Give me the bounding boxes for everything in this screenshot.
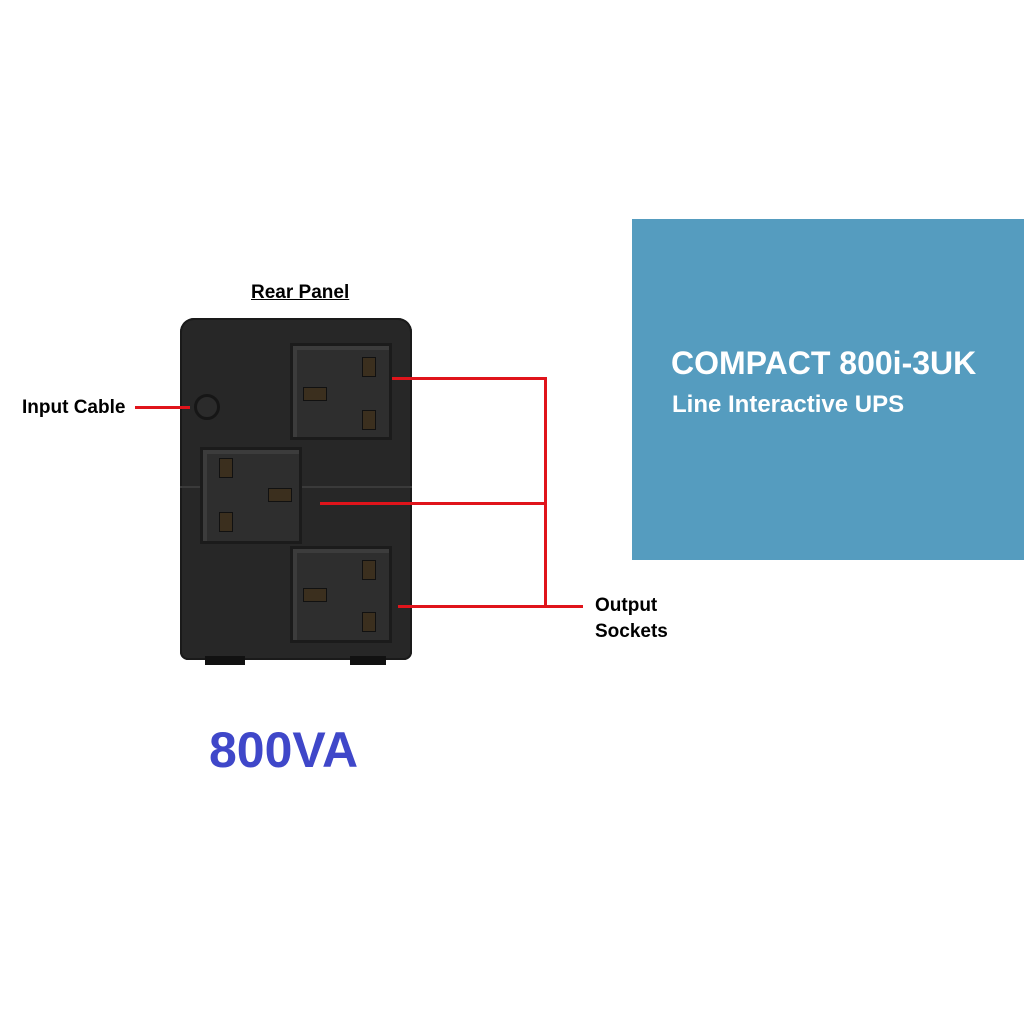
- socket-pin: [268, 488, 292, 502]
- input-cable-port: [194, 394, 220, 420]
- rear-panel-title: Rear Panel: [251, 282, 350, 303]
- socket-pin: [219, 512, 233, 532]
- socket-callout-line-top: [392, 377, 547, 380]
- product-subtitle: Line Interactive UPS: [672, 391, 905, 418]
- socket-callout-line-bottom: [398, 605, 583, 608]
- socket-pin: [303, 387, 327, 401]
- socket-pin: [303, 588, 327, 602]
- output-sockets-label-line2: Sockets: [595, 621, 668, 642]
- socket-pin: [219, 458, 233, 478]
- foot-left: [205, 656, 245, 665]
- product-info-panel: COMPACT 800i-3UK Line Interactive UPS: [632, 219, 1024, 560]
- socket-pin: [362, 410, 376, 430]
- output-sockets-label-line1: Output: [595, 595, 658, 616]
- socket-pin: [362, 357, 376, 377]
- socket-pin: [362, 612, 376, 632]
- capacity-label: 800VA: [209, 722, 359, 778]
- socket-pin: [362, 560, 376, 580]
- foot-right: [350, 656, 386, 665]
- socket-callout-line-vertical: [544, 377, 547, 608]
- input-cable-callout-line: [135, 406, 190, 409]
- socket-callout-line-middle: [320, 502, 547, 505]
- input-cable-label: Input Cable: [22, 397, 126, 418]
- product-name: COMPACT 800i-3UK: [671, 345, 977, 381]
